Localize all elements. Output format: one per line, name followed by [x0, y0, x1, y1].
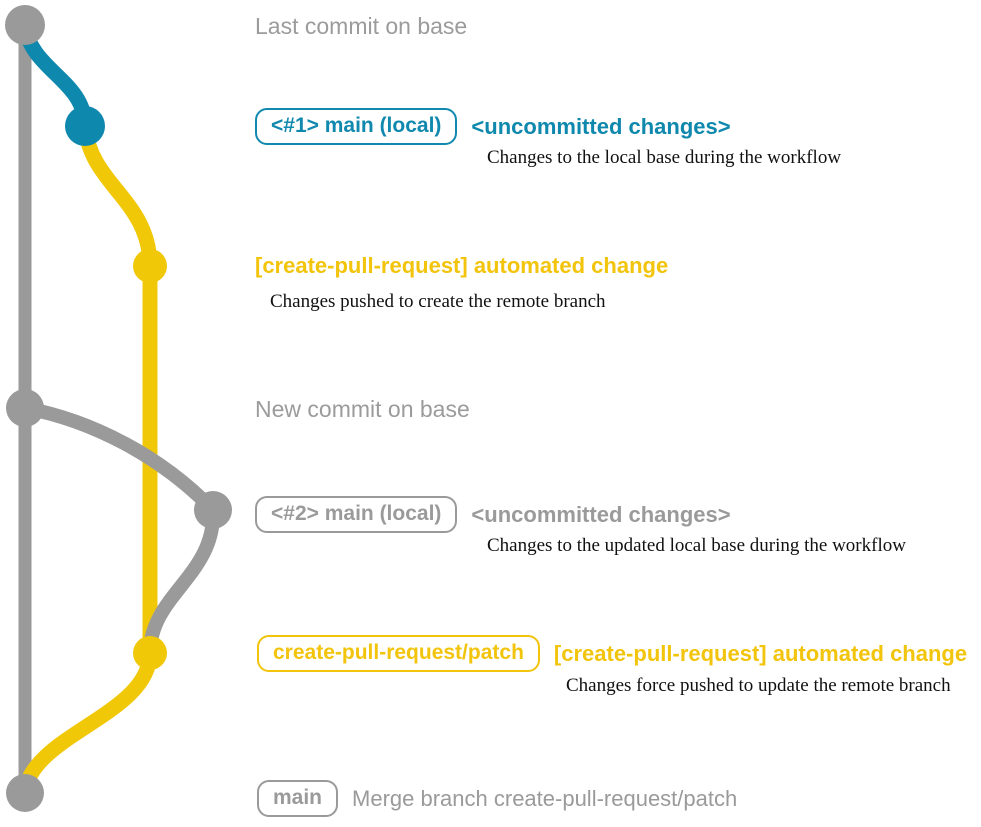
node-local-commit-1: [65, 106, 105, 146]
headline-new-commit-on-base: New commit on base: [255, 396, 470, 422]
badge-local-commit-1[interactable]: <#1> main (local): [255, 108, 458, 145]
local-branch-line-2: [18, 401, 220, 517]
remote-branch-line-1: [77, 118, 158, 661]
node-last-commit-on-base: [5, 5, 45, 45]
note-remote-commit-1: Changes pushed to create the remote bran…: [270, 291, 606, 312]
merge-line: [17, 645, 158, 801]
node-merge-commit: [6, 774, 44, 812]
note-local-commit-2: Changes to the updated local base during…: [487, 535, 906, 556]
node-new-commit-on-base: [6, 389, 44, 427]
note-remote-commit-2: Changes force pushed to update the remot…: [566, 675, 951, 696]
force-push-line: [143, 503, 221, 660]
row-local-commit-1: <#1> main (local) <uncommitted changes>: [255, 108, 731, 145]
node-local-commit-2: [194, 491, 232, 529]
badge-remote-commit-2[interactable]: create-pull-request/patch: [257, 635, 540, 672]
badge-local-commit-2[interactable]: <#2> main (local): [255, 496, 458, 533]
message-local-commit-2: <uncommitted changes>: [471, 501, 731, 527]
message-remote-commit-2: [create-pull-request] automated change: [553, 640, 968, 666]
headline-last-commit-on-base: Last commit on base: [255, 13, 468, 39]
message-remote-commit-1: [create-pull-request] automated change: [255, 253, 669, 278]
message-merge-commit: Merge branch create-pull-request/patch: [352, 785, 738, 811]
row-local-commit-2: <#2> main (local) <uncommitted changes>: [255, 496, 731, 533]
message-local-commit-1: <uncommitted changes>: [471, 113, 731, 139]
node-remote-commit-1: [133, 249, 167, 283]
badge-merge-commit[interactable]: main: [257, 780, 339, 817]
node-remote-commit-2: [133, 636, 167, 670]
row-merge-commit: main Merge branch create-pull-request/pa…: [257, 780, 737, 817]
row-remote-commit-2: create-pull-request/patch [create-pull-r…: [257, 635, 967, 672]
note-local-commit-1: Changes to the local base during the wor…: [487, 147, 842, 168]
